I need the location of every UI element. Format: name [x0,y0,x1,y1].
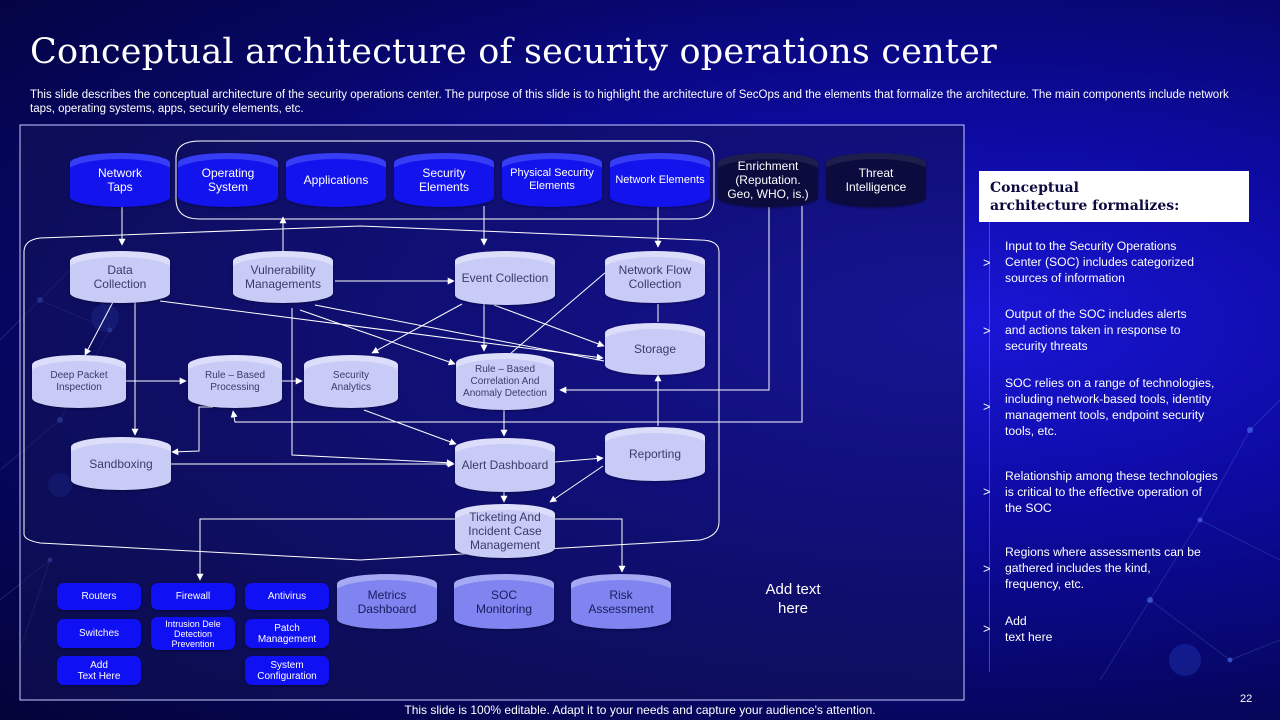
source-applications: Applications [286,153,386,207]
node-event-collection: Event Collection [455,251,555,305]
output-metrics-dashboard: Metrics Dashboard [337,574,437,629]
node-rule-based-processing: Rule – Based Processing [188,355,282,408]
output-soc-monitoring: SOC Monitoring [454,574,554,629]
node-network-flow-collection: Network Flow Collection [605,251,705,303]
chevron-right-icon: > [983,561,991,576]
tool-routers: Routers [57,583,141,610]
add-text-placeholder: Add text here [765,581,821,617]
source-network-elements: Network Elements [610,153,710,207]
node-alert-dashboard: Alert Dashboard [455,438,555,492]
source-threat-intelligence: Threat Intelligence [826,153,926,207]
chevron-right-icon: > [983,621,991,636]
chevron-right-icon: > [983,484,991,499]
chevron-right-icon: > [983,399,991,414]
panel-divider [989,222,990,672]
node-security-analytics: Security Analytics [304,355,398,408]
node-data-collection: Data Collection [70,251,170,303]
source-physical-security-elements: Physical Security Elements [502,153,602,207]
node-storage: Storage [605,323,705,375]
footer-note: This slide is 100% editable. Adapt it to… [404,703,876,717]
tool-system-configuration: System Configuration [245,656,329,685]
panel-title: Conceptual architecture formalizes: [979,171,1249,222]
sources-bracket [175,140,715,220]
tool-antivirus: Antivirus [245,583,329,610]
chevron-right-icon: > [983,323,991,338]
tool-firewall: Firewall [151,583,235,610]
node-reporting: Reporting [605,427,705,481]
source-enrichment: Enrichment (Reputation. Geo, WHO, is.) [718,153,818,207]
tool-add-text-here: Add Text Here [57,656,141,685]
node-deep-packet-inspection: Deep Packet Inspection [32,355,126,408]
source-network-taps: Network Taps [70,153,170,207]
processing-bracket [23,225,720,561]
node-ticketing-incident-case-management: Ticketing And Incident Case Management [455,504,555,558]
slide-title: Conceptual architecture of security oper… [30,32,997,72]
tool-patch-management: Patch Management [245,619,329,648]
node-vulnerability-managements: Vulnerability Managements [233,251,333,303]
source-security-elements: Security Elements [394,153,494,207]
node-rule-based-correlation: Rule – Based Correlation And Anomaly Det… [456,353,554,410]
output-risk-assessment: Risk Assessment [571,574,671,629]
page-number: 22 [1240,693,1253,705]
tool-switches: Switches [57,619,141,648]
connectors [84,206,803,581]
tool-intrusion-detection-prevention: Intrusion Dele Detection Prevention [151,617,235,650]
chevron-right-icon: > [983,255,991,270]
node-sandboxing: Sandboxing [71,437,171,490]
source-operating-system: Operating System [178,153,278,207]
slide-subtitle: This slide describes the conceptual arch… [30,89,1229,115]
